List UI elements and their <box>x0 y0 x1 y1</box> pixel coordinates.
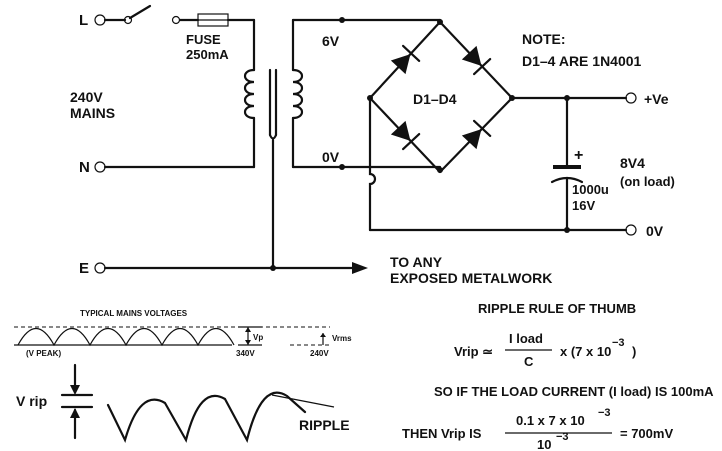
ripple-label: RIPPLE <box>299 417 350 433</box>
vrip-indicator <box>60 363 94 440</box>
mains-label: MAINS <box>70 105 115 121</box>
note-title: NOTE: <box>522 31 566 47</box>
formula-title: RIPPLE RULE OF THUMB <box>478 301 636 316</box>
formula-then-den-exp: −3 <box>556 431 569 443</box>
formula-factor: x (7 x 10 <box>560 344 611 359</box>
output-condition-label: (on load) <box>620 174 675 189</box>
vrms-value: 240V <box>310 349 329 358</box>
formula-numerator: I load <box>509 331 543 346</box>
terminal-neutral-label: N <box>79 159 90 176</box>
bridge-label: D1–D4 <box>413 91 457 107</box>
fuse <box>197 13 229 27</box>
transformer-core <box>268 68 278 140</box>
secondary-winding <box>291 68 304 120</box>
formula-result: = 700mV <box>620 426 673 441</box>
formula-then-denominator: 10 <box>537 437 551 451</box>
vrip-label: V rip <box>16 393 47 409</box>
secondary-6v-label: 6V <box>322 33 340 49</box>
capacitor <box>550 96 584 232</box>
earth-label-line2: EXPOSED METALWORK <box>390 270 552 286</box>
mains-voltage-label: 240V <box>70 89 103 105</box>
capacitor-voltage: 16V <box>572 198 595 213</box>
mains-waveform <box>14 326 330 347</box>
ripple-waveform <box>106 391 307 444</box>
primary-winding <box>243 68 256 120</box>
diode-d1 <box>390 44 421 75</box>
negative-rail-wire <box>368 96 377 232</box>
fuse-rating: 250mA <box>186 47 229 62</box>
mains-switch <box>103 4 181 25</box>
vpeak-label: (V PEAK) <box>26 349 61 358</box>
output-voltage-label: 8V4 <box>620 155 645 171</box>
output-negative-label: 0V <box>646 223 664 239</box>
formula-condition: SO IF THE LOAD CURRENT (I load) IS 100mA <box>434 384 714 399</box>
bridge-rectifier <box>367 19 515 174</box>
diode-d4 <box>461 119 492 150</box>
formula-then-numerator: 0.1 x 7 x 10 <box>516 413 585 428</box>
formula-then-num-exp: −3 <box>598 407 611 419</box>
terminal-live-label: L <box>79 12 88 29</box>
diode-d2 <box>461 45 492 76</box>
capacitor-plus-label: + <box>574 147 583 164</box>
vrms-label: Vrms <box>332 334 352 343</box>
mains-waveform-title: TYPICAL MAINS VOLTAGES <box>80 309 188 318</box>
vp-value: 340V <box>236 349 255 358</box>
terminal-earth-label: E <box>79 260 89 277</box>
formula-denominator: C <box>524 354 534 369</box>
capacitor-value: 1000u <box>572 182 609 197</box>
formula-lhs: Vrip ≃ <box>454 344 493 359</box>
output-negative-terminal <box>625 224 637 236</box>
terminal-live <box>94 14 106 26</box>
note-text: D1–4 ARE 1N4001 <box>522 53 642 69</box>
ripple-pointer <box>271 394 335 408</box>
terminal-neutral <box>94 161 106 173</box>
formula-then-prefix: THEN Vrip IS <box>402 426 482 441</box>
fuse-label: FUSE <box>186 32 221 47</box>
diode-d3 <box>390 120 421 151</box>
secondary-0v-label: 0V <box>322 149 340 165</box>
output-positive-terminal <box>625 92 637 104</box>
earth-arrow-icon <box>352 262 368 274</box>
terminal-earth <box>94 262 106 274</box>
formula-exponent: −3 <box>612 337 625 349</box>
vp-label: Vp <box>253 333 263 342</box>
earth-label-line1: TO ANY <box>390 254 443 270</box>
formula-close: ) <box>632 344 636 359</box>
output-positive-label: +Ve <box>644 91 669 107</box>
